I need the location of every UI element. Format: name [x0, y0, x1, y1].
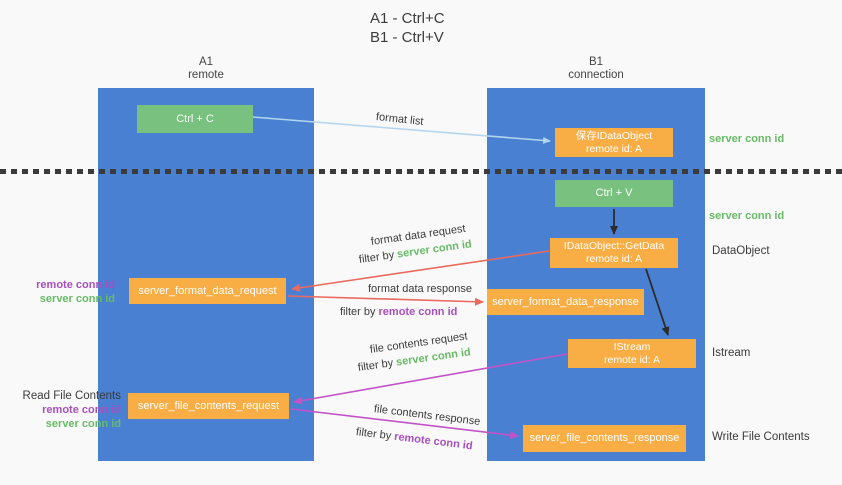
filter-by-text: filter by: [355, 426, 395, 443]
node-file-response-label: server_file_contents_response: [529, 432, 680, 444]
annotation-remote-conn-id-2: remote conn id: [42, 404, 121, 416]
node-format-response-label: server_format_data_response: [492, 295, 639, 308]
left-column-role: remote: [188, 69, 224, 81]
left-column-header: A1 remote: [146, 56, 266, 82]
remote-conn-id-text: remote conn id: [393, 430, 474, 453]
node-file-request-label: server_file_contents_request: [137, 399, 280, 412]
node-server-file-contents-request: server_file_contents_request: [128, 393, 289, 419]
left-column-name: A1: [198, 56, 214, 68]
annotation-remote-conn-id-1: remote conn id: [36, 279, 115, 291]
edge-label-file-contents-response: file contents response: [373, 403, 481, 428]
remote-conn-id-text: remote conn id: [378, 306, 458, 318]
node-istream-line2: remote id: A: [603, 353, 661, 366]
annotation-read-file-contents: Read File Contents: [22, 390, 121, 402]
edge-label-format-list: format list: [375, 111, 425, 128]
node-save-idataobject-line2: remote id: A: [585, 142, 643, 155]
annotation-dataobject: DataObject: [712, 245, 770, 257]
edge-label-format-data-response: format data response: [368, 283, 472, 295]
node-server-format-data-response: server_format_data_response: [487, 289, 644, 315]
right-column-header: B1 connection: [536, 56, 656, 82]
node-format-request-label: server_format_data_request: [138, 284, 277, 297]
annotation-server-conn-id-1: server conn id: [39, 293, 115, 305]
right-column-name: B1: [588, 56, 604, 68]
node-ctrl-c: Ctrl + C: [137, 105, 253, 133]
dotted-divider-line: [0, 169, 842, 174]
edge-label-filter-remote-1: filter by remote conn id: [340, 306, 457, 318]
annotation-server-conn-id-top: server conn id: [709, 133, 785, 145]
filter-by-text: filter by: [340, 306, 379, 318]
filter-by-text: filter by: [357, 356, 397, 374]
node-idataobject-getdata: IDataObject::GetData remote id: A: [550, 238, 678, 268]
node-getdata-line1: IDataObject::GetData: [563, 240, 665, 252]
node-ctrl-c-label: Ctrl + C: [176, 112, 214, 125]
arrow-format-data-response: [287, 295, 484, 306]
node-getdata-line2: remote id: A: [585, 253, 643, 265]
annotation-istream: Istream: [712, 347, 751, 359]
node-ctrl-v: Ctrl + V: [555, 180, 673, 207]
filter-by-text: filter by: [358, 248, 398, 266]
node-istream: IStream remote id: A: [568, 339, 696, 368]
annotation-group-format: remote conn id server conn id: [0, 278, 115, 306]
node-istream-line1: IStream: [613, 340, 651, 353]
right-column-role: connection: [568, 69, 624, 81]
title-line-2: B1 - Ctrl+V: [370, 29, 444, 46]
edge-label-filter-remote-2: filter by remote conn id: [355, 426, 473, 452]
node-ctrl-v-label: Ctrl + V: [595, 187, 633, 199]
diagram-title: A1 - Ctrl+C B1 - Ctrl+V: [370, 9, 445, 47]
annotation-server-conn-id-mid: server conn id: [709, 210, 785, 222]
node-server-file-contents-response: server_file_contents_response: [523, 425, 686, 452]
title-line-1: A1 - Ctrl+C: [370, 10, 445, 27]
annotation-write-file-contents: Write File Contents: [712, 431, 810, 443]
annotation-server-conn-id-2: server conn id: [45, 418, 121, 430]
node-save-idataobject: 保存IDataObject remote id: A: [555, 128, 673, 157]
node-save-idataobject-line1: 保存IDataObject: [575, 129, 653, 142]
annotation-group-file: Read File Contents remote conn id server…: [0, 389, 121, 431]
node-server-format-data-request: server_format_data_request: [129, 278, 286, 304]
